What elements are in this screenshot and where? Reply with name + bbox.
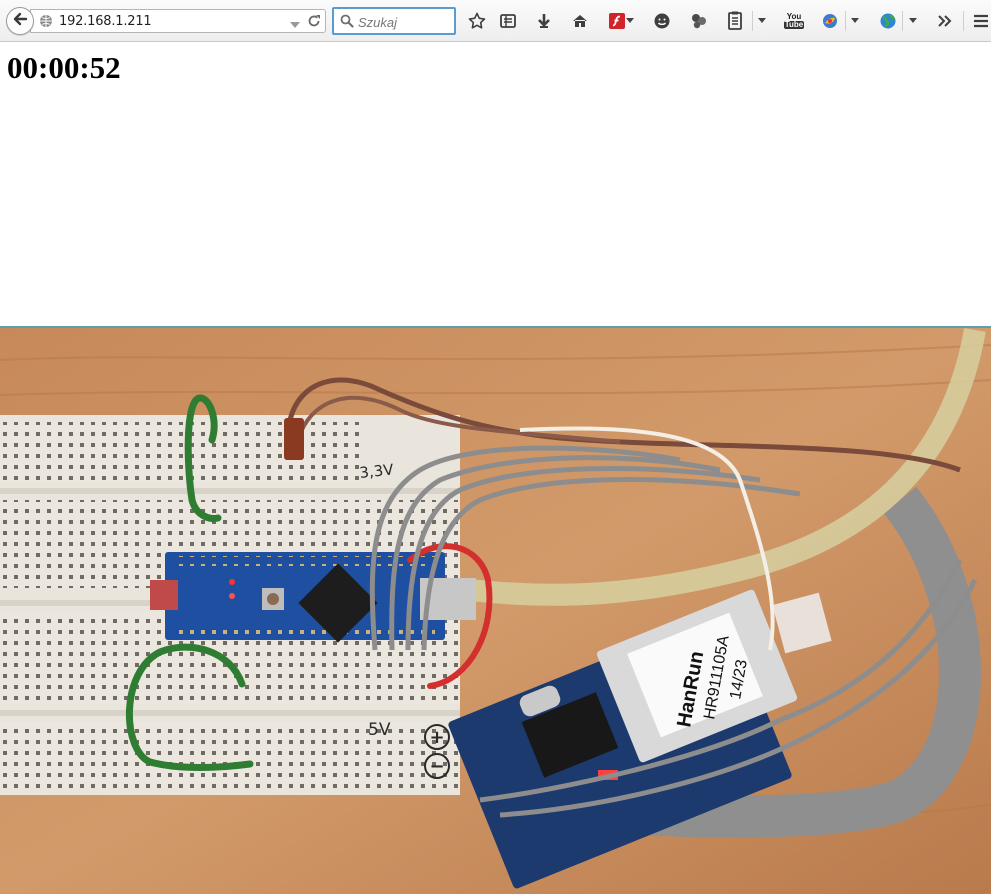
smiley-icon[interactable] xyxy=(651,10,673,32)
gray-wire-loop xyxy=(479,558,963,803)
youtube-icon[interactable]: You Tube xyxy=(783,10,805,32)
photo-top-border xyxy=(0,326,991,328)
earth-icon[interactable] xyxy=(877,10,899,32)
gray-wire xyxy=(369,445,681,651)
clipboard-icon[interactable] xyxy=(724,10,746,32)
ethernet-module: HanRun HR911105A 14/23 xyxy=(448,589,832,889)
usb-cable xyxy=(468,328,986,606)
module-date-label: 14/23 xyxy=(727,658,751,700)
gray-wire xyxy=(405,466,761,651)
plus-sign: + xyxy=(424,724,450,750)
youtube-icon-text-you: You xyxy=(786,12,802,21)
reload-icon[interactable] xyxy=(307,14,321,33)
cookie-icon[interactable] xyxy=(688,10,710,32)
search-box[interactable] xyxy=(332,7,456,35)
dropdown-arrow-icon[interactable] xyxy=(755,10,769,32)
url-text[interactable]: 192.168.1.211 xyxy=(59,14,152,29)
toolbar-separator xyxy=(752,11,753,31)
gray-wire xyxy=(389,455,721,651)
flash-icon[interactable] xyxy=(606,10,628,32)
flash-dropdown-icon[interactable] xyxy=(624,10,636,32)
hardware-photo: HanRun HR911105A 14/23 3,3V 5V + − xyxy=(0,328,991,894)
gray-wire xyxy=(421,477,801,651)
reading-list-icon[interactable] xyxy=(497,10,519,32)
download-icon[interactable] xyxy=(533,10,555,32)
gray-wire-loop xyxy=(499,578,978,818)
extension-icon[interactable] xyxy=(819,10,841,32)
timer-display: 00:00:52 xyxy=(7,50,121,85)
search-icon xyxy=(340,14,354,33)
back-icon xyxy=(12,11,28,32)
youtube-icon-text-tube: Tube xyxy=(783,20,805,29)
green-wire xyxy=(125,643,254,771)
gray-flat-cable xyxy=(578,486,981,838)
toolbar-separator xyxy=(963,11,964,31)
white-wire xyxy=(519,426,775,651)
menu-icon[interactable] xyxy=(972,10,990,32)
globe-icon xyxy=(39,14,53,33)
brown-connector xyxy=(284,418,304,460)
minus-sign: − xyxy=(424,753,450,779)
dropdown-arrow-icon[interactable] xyxy=(848,10,862,32)
overflow-icon[interactable] xyxy=(934,10,956,32)
browser-toolbar: 192.168.1.211 xyxy=(0,0,991,42)
green-wire xyxy=(184,394,222,522)
dropdown-arrow-icon[interactable] xyxy=(289,17,301,35)
back-button[interactable] xyxy=(6,7,34,35)
search-input[interactable] xyxy=(358,13,452,31)
bookmark-star-icon[interactable] xyxy=(466,10,488,32)
voltage-5v-label: 5V xyxy=(368,720,391,740)
svg-text:+: + xyxy=(429,727,444,748)
address-bar[interactable]: 192.168.1.211 xyxy=(30,9,326,33)
home-icon[interactable] xyxy=(569,10,591,32)
toolbar-separator xyxy=(902,11,903,31)
dropdown-arrow-icon[interactable] xyxy=(906,10,920,32)
svg-text:−: − xyxy=(429,756,444,777)
toolbar-separator xyxy=(845,11,846,31)
brown-wire xyxy=(296,395,621,444)
voltage-3v3-label: 3,3V xyxy=(359,460,396,482)
